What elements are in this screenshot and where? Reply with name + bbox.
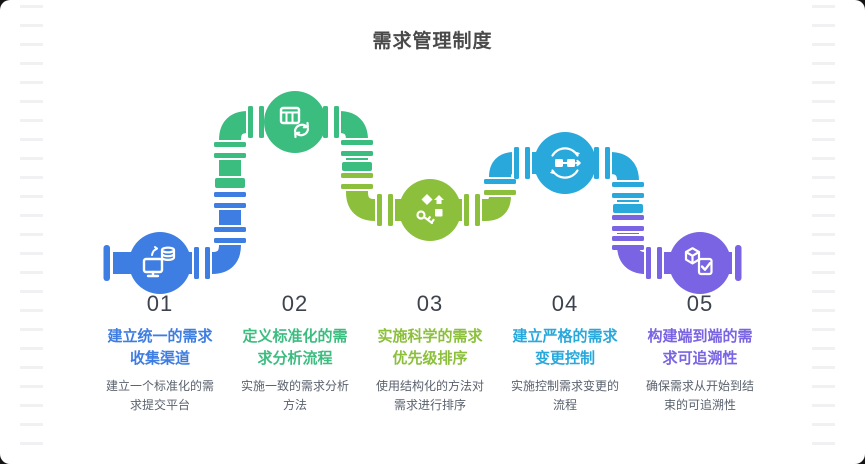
- pipe-flanges-vertical: [214, 138, 644, 250]
- step-item-4: 04 建立严格的需求变更控制 实施控制需求变更的流程: [495, 291, 635, 415]
- step-item-1: 01 建立统一的需求收集渠道 建立一个标准化的需求提交平台: [90, 291, 230, 415]
- step-description: 建立一个标准化的需求提交平台: [105, 379, 214, 412]
- monitor-database-icon: [142, 246, 176, 278]
- step-description: 实施一致的需求分析方法: [240, 379, 349, 412]
- page-title: 需求管理制度: [372, 31, 493, 52]
- step-item-5: 05 构建端到端的需求可追溯性 确保需求从开始到结束的可追溯性: [630, 291, 770, 415]
- step-number: 03: [416, 291, 444, 316]
- step-description: 确保需求从开始到结束的可追溯性: [645, 379, 754, 412]
- step-number: 02: [281, 291, 309, 316]
- change-control-icon: [549, 147, 581, 179]
- spreadsheet-sync-icon: [279, 106, 310, 139]
- watermark-left-column: [20, 5, 43, 459]
- pipe-segment-1: [113, 193, 241, 274]
- package-check-icon: [684, 247, 713, 276]
- step1-node: [129, 232, 191, 294]
- step-number: 01: [146, 291, 174, 316]
- step-description: 使用结构化的方法对需求进行排序: [375, 379, 484, 412]
- step3-node: [399, 179, 461, 241]
- priority-shapes-icon: [416, 194, 444, 225]
- step-title: 定义标准化的需求分析流程: [242, 328, 348, 367]
- step-description: 实施控制需求变更的流程: [510, 379, 619, 412]
- pipe-start-cap: [103, 245, 110, 281]
- step-number: 05: [686, 291, 714, 316]
- pipe-end-cap: [735, 245, 742, 281]
- step-title: 建立统一的需求收集渠道: [107, 328, 213, 367]
- step-title: 实施科学的需求优先级排序: [377, 328, 483, 367]
- step-title: 构建端到端的需求可追溯性: [647, 328, 753, 367]
- step-item-3: 03 实施科学的需求优先级排序 使用结构化的方法对需求进行排序: [360, 291, 500, 415]
- step-number: 04: [551, 291, 579, 316]
- watermark-right-column: [812, 5, 835, 459]
- step-title: 建立严格的需求变更控制: [512, 328, 618, 367]
- step-item-2: 02 定义标准化的需求分析流程 实施一致的需求分析方法: [225, 291, 365, 415]
